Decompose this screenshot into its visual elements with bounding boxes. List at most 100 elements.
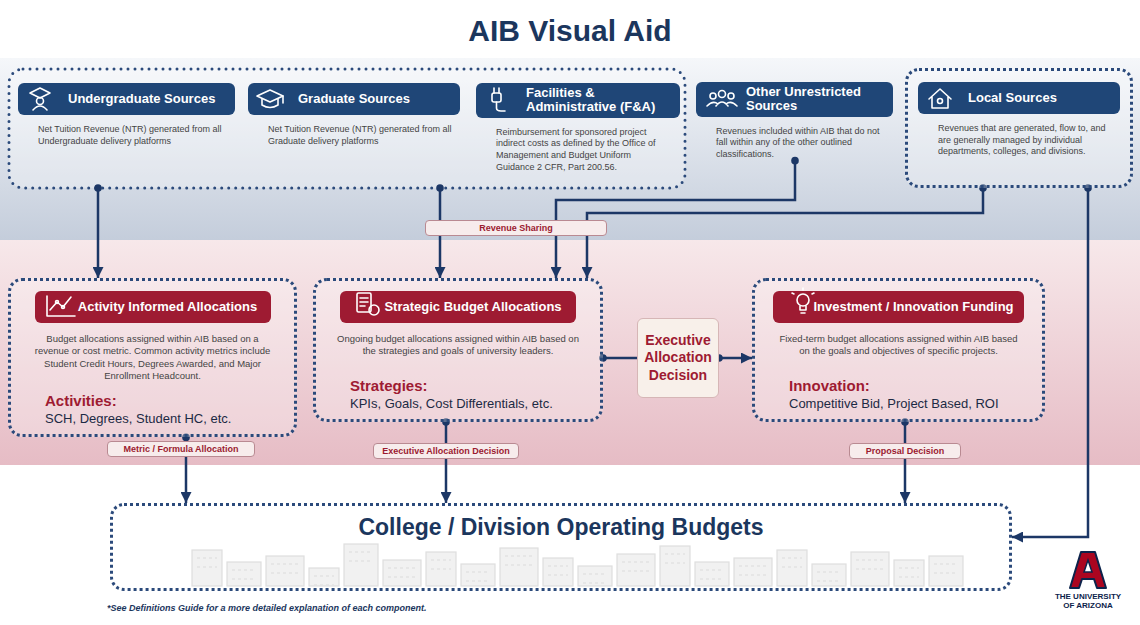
plug-icon <box>492 88 505 111</box>
mortarboard-icon <box>257 90 283 108</box>
building-window-row <box>817 580 841 582</box>
box-heading: Investment / Innovation Funding <box>773 291 1023 323</box>
building-window-row <box>505 564 533 566</box>
building-window-row <box>739 565 767 567</box>
building-window-row <box>782 566 802 568</box>
building-window-row <box>466 580 490 582</box>
building-window-row <box>466 571 490 573</box>
connector-label: Proposal Decision <box>849 443 961 459</box>
box-text: Revenues that are generated, flow to, an… <box>938 123 1112 158</box>
box-text: Budget allocations assigned within AIB b… <box>31 333 274 382</box>
building-window-row <box>197 566 217 568</box>
box-text: Revenues included within AIB that do not… <box>716 126 885 161</box>
box-text: Activities: <box>45 382 286 409</box>
lightbulb-icon <box>792 288 814 313</box>
building-outline <box>500 548 538 586</box>
connector-label: Executive Allocation Decision <box>373 443 519 459</box>
building-window-row <box>856 559 884 561</box>
building-outline <box>461 564 495 586</box>
building-outline <box>695 562 729 586</box>
building-window-row <box>665 562 685 564</box>
building-window-row <box>899 576 919 578</box>
building-window-row <box>349 560 373 562</box>
flow-connector <box>603 357 637 360</box>
building-outline <box>812 564 846 586</box>
house-icon <box>929 89 951 108</box>
building-window-row <box>622 561 650 563</box>
box-text: Competitive Bid, Project Based, ROI <box>789 396 1034 411</box>
building-window-row <box>388 567 416 569</box>
building-window-row <box>548 565 568 567</box>
box-text: Strategies: <box>350 367 592 394</box>
building-outline <box>929 556 963 586</box>
building-outline <box>344 544 378 586</box>
building-window-row <box>232 578 256 580</box>
source-box: Local SourcesRevenues that are generated… <box>905 68 1133 188</box>
building-window-row <box>622 570 650 572</box>
building-window-row <box>314 575 334 577</box>
box-text: Fixed-term budget allocations assigned w… <box>775 333 1022 358</box>
building-outline <box>309 568 339 586</box>
building-window-row <box>739 574 767 576</box>
box-heading: Executive Allocation Decision <box>641 332 715 385</box>
source-box: Undergraduate SourcesNet Tuition Revenue… <box>18 83 235 188</box>
building-window-row <box>583 582 607 584</box>
building-window-row <box>548 574 568 576</box>
chart-icon <box>47 296 75 316</box>
building-window-row <box>431 559 451 561</box>
flow-connector <box>904 422 907 503</box>
budget-box: College / Division Operating Budgets <box>110 503 1012 591</box>
building-outline <box>660 546 690 586</box>
connector-dot <box>436 184 444 192</box>
building-window-row <box>349 551 373 553</box>
allocation-box: Activity Informed AllocationsBudget allo… <box>8 278 297 437</box>
box-text: Net Tuition Revenue (NTR) generated from… <box>38 124 227 147</box>
diagram-title: AIB Visual Aid <box>0 14 1140 48</box>
people-icon <box>707 91 737 107</box>
allocation-band <box>0 240 1140 465</box>
building-window-row <box>700 578 724 580</box>
source-group-outline <box>9 69 685 188</box>
building-window-row <box>197 557 217 559</box>
building-window-row <box>782 557 802 559</box>
building-window-row <box>934 572 958 574</box>
building-window-row <box>934 563 958 565</box>
box-text: Innovation: <box>789 367 1034 394</box>
building-window-row <box>583 573 607 575</box>
box-heading: Graduate Sources <box>248 83 460 115</box>
building-outline <box>543 558 573 586</box>
building-window-row <box>431 568 451 570</box>
source-box: Graduate SourcesNet Tuition Revenue (NTR… <box>248 83 460 188</box>
building-window-row <box>314 584 334 586</box>
box-text: KPIs, Goals, Cost Differentials, etc. <box>350 396 592 411</box>
building-window-row <box>856 568 884 570</box>
box-text: SCH, Degrees, Student HC, etc. <box>45 411 286 426</box>
building-window-row <box>505 555 533 557</box>
footnote: *See Definitions Guide for a more detail… <box>107 603 627 613</box>
building-outline <box>192 550 222 586</box>
connector-dot <box>94 184 102 192</box>
box-heading: Strategic Budget Allocations <box>340 291 576 323</box>
building-outline <box>777 550 807 586</box>
student-icon <box>30 88 50 110</box>
allocation-box: Strategic Budget AllocationsOngoing budg… <box>313 278 603 422</box>
connector-label: Metric / Formula Allocation <box>107 441 255 457</box>
building-window-row <box>271 563 299 565</box>
box-heading: Facilities & Administrative (F&A) <box>476 83 680 118</box>
building-outline <box>894 560 924 586</box>
building-outline <box>266 556 304 586</box>
building-outline <box>617 554 655 586</box>
building-outline <box>426 552 456 586</box>
box-heading: College / Division Operating Budgets <box>113 514 1009 541</box>
source-box: Facilities & Administrative (F&A)Reimbur… <box>476 83 680 188</box>
university-logo <box>1070 552 1106 588</box>
box-text: Net Tuition Revenue (NTR) generated from… <box>268 124 452 147</box>
building-window-row <box>899 567 919 569</box>
allocation-box: Investment / Innovation FundingFixed-ter… <box>752 278 1045 422</box>
box-heading: Undergraduate Sources <box>18 83 235 115</box>
logo-a-hole <box>1084 560 1092 572</box>
box-text: Ongoing budget allocations assigned with… <box>336 333 580 358</box>
logo-a <box>1070 552 1106 588</box>
building-window-row <box>388 576 416 578</box>
